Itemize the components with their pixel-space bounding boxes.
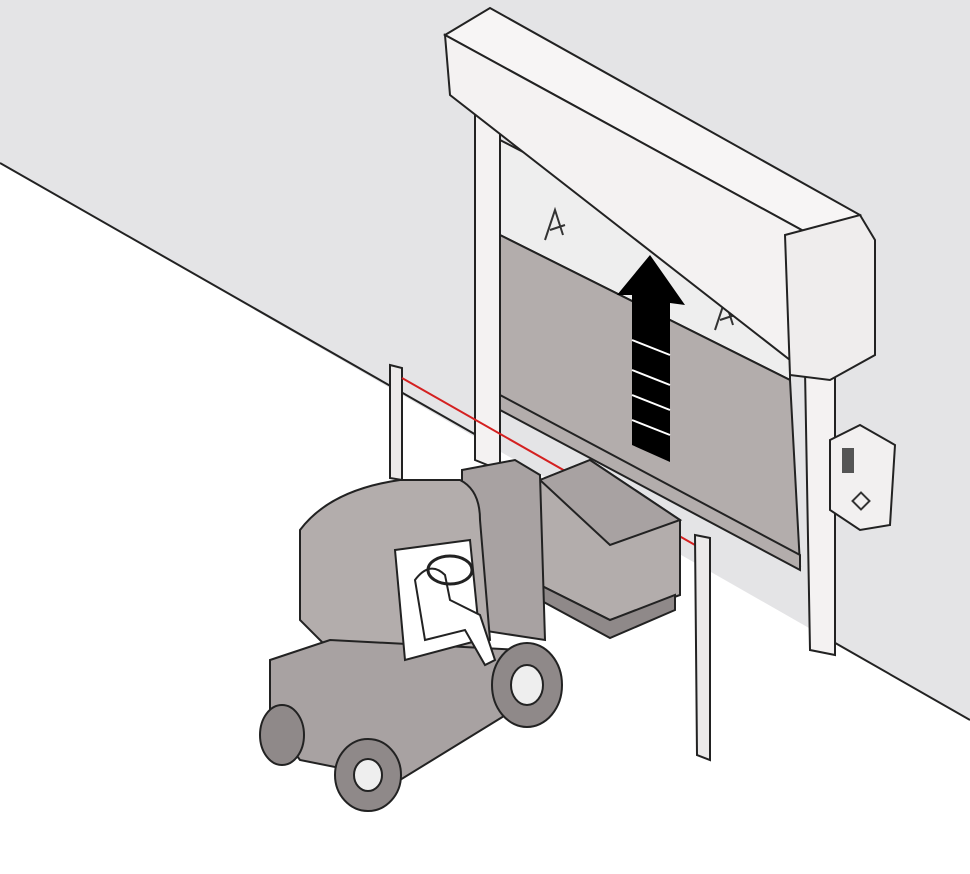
wall-floor-edge-right (829, 639, 970, 721)
light-barrier-post-left (389, 363, 403, 482)
light-barrier-post-right (693, 533, 711, 762)
forklift-wheel-rear-left (259, 704, 305, 766)
control-panel-icon (829, 423, 897, 532)
forklift (259, 458, 683, 812)
steering-wheel (426, 554, 474, 586)
wall-floor-edge (0, 162, 486, 441)
door-left-post (474, 93, 501, 472)
driver (413, 567, 497, 667)
door-header-box (442, 6, 876, 382)
door-right-post (803, 368, 836, 657)
door-logo-icon (544, 206, 566, 241)
up-arrow-icon (617, 255, 685, 462)
